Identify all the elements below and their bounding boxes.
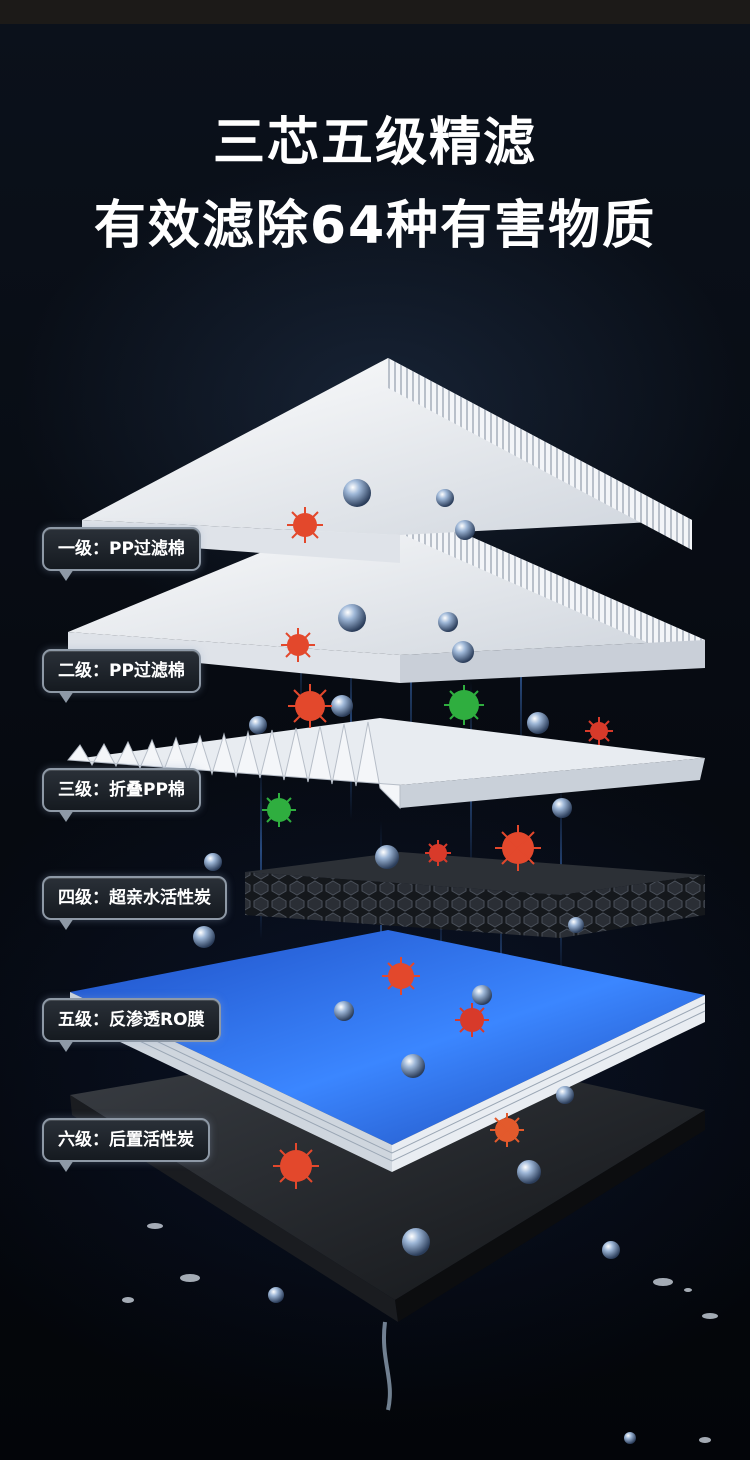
top-bar (0, 0, 750, 24)
layer-4-label: 四级：超亲水活性炭 (42, 876, 227, 930)
layer-4-activated-carbon (245, 852, 705, 938)
headline-line-1: 三芯五级精滤 (212, 113, 537, 173)
bacteria (262, 507, 613, 1189)
layer-5-ro-membrane (69, 930, 706, 1172)
layer-6-label: 六级：后置活性炭 (42, 1118, 210, 1172)
headline-line-2: 有效滤除64种有害物质 (93, 196, 657, 256)
water-droplets (193, 479, 636, 1444)
layer-2-pp-cotton (68, 500, 705, 683)
layer-5-label: 五级：反渗透RO膜 (42, 998, 221, 1052)
layer-3-label: 三级：折叠PP棉 (42, 768, 201, 822)
layer-1-label: 一级：PP过滤棉 (42, 527, 201, 581)
layer-3-pleated-pp (67, 718, 705, 810)
layer-2-label: 二级：PP过滤棉 (42, 649, 201, 703)
water-splashes (122, 1223, 718, 1443)
